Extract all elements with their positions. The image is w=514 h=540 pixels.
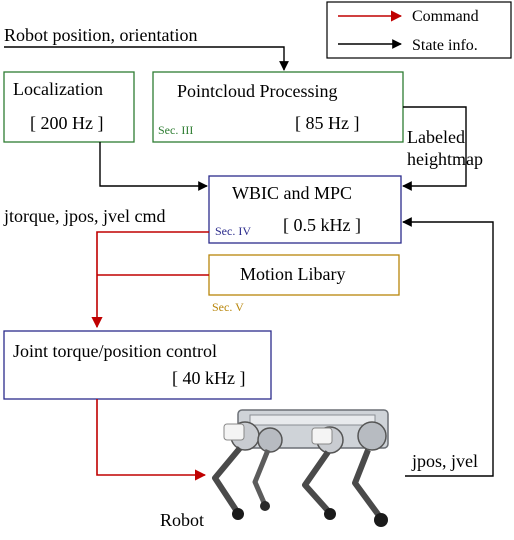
command-signals-label: jtorque, jpos, jvel cmd xyxy=(3,206,165,226)
joint-control-box: Joint torque/position control [ 40 kHz ] xyxy=(3,330,272,400)
pointcloud-box: Pointcloud Processing [ 85 Hz ] Sec. III xyxy=(152,71,404,143)
joint-control-rate: [ 40 kHz ] xyxy=(172,368,245,388)
pointcloud-rate: [ 85 Hz ] xyxy=(295,113,359,133)
legend-state-label: State info. xyxy=(412,37,478,54)
motion-section: Sec. V xyxy=(212,300,244,314)
feedback-to-wbic-arrow xyxy=(402,217,494,477)
legend: Command State info. xyxy=(326,1,512,59)
localization-title: Localization xyxy=(13,79,103,99)
wbic-section: Sec. IV xyxy=(215,224,251,238)
wbic-mpc-box: WBIC and MPC [ 0.5 kHz ] Sec. IV xyxy=(208,175,402,244)
heightmap-to-wbic-arrow xyxy=(402,106,467,191)
robot-label: Robot xyxy=(160,510,204,530)
state-arrows xyxy=(4,46,494,477)
wbic-to-joint-arrow xyxy=(91,231,209,329)
robot-position-label: Robot position, orientation xyxy=(4,25,198,45)
quadruped-robot-icon xyxy=(212,409,389,527)
wbic-title: WBIC and MPC xyxy=(232,183,352,203)
command-arrows xyxy=(91,231,209,481)
heightmap-label-line1: Labeled xyxy=(407,127,465,147)
motion-library-box: Motion Libary xyxy=(208,254,400,296)
feedback-label: jpos, jvel xyxy=(411,451,478,471)
joint-control-title: Joint torque/position control xyxy=(13,341,217,361)
localization-to-wbic-arrow xyxy=(99,142,208,191)
position-to-pointcloud-arrow xyxy=(4,46,289,71)
localization-rate: [ 200 Hz ] xyxy=(30,113,103,133)
localization-box: Localization [ 200 Hz ] xyxy=(3,71,135,143)
legend-box xyxy=(326,1,512,59)
joint-to-robot-arrow xyxy=(96,399,207,481)
pointcloud-section: Sec. III xyxy=(158,123,193,137)
motion-library-title: Motion Libary xyxy=(240,264,346,284)
wbic-rate: [ 0.5 kHz ] xyxy=(283,215,361,235)
pointcloud-title: Pointcloud Processing xyxy=(177,81,338,101)
legend-command-label: Command xyxy=(412,8,479,25)
heightmap-label-line2: heightmap xyxy=(407,149,483,169)
